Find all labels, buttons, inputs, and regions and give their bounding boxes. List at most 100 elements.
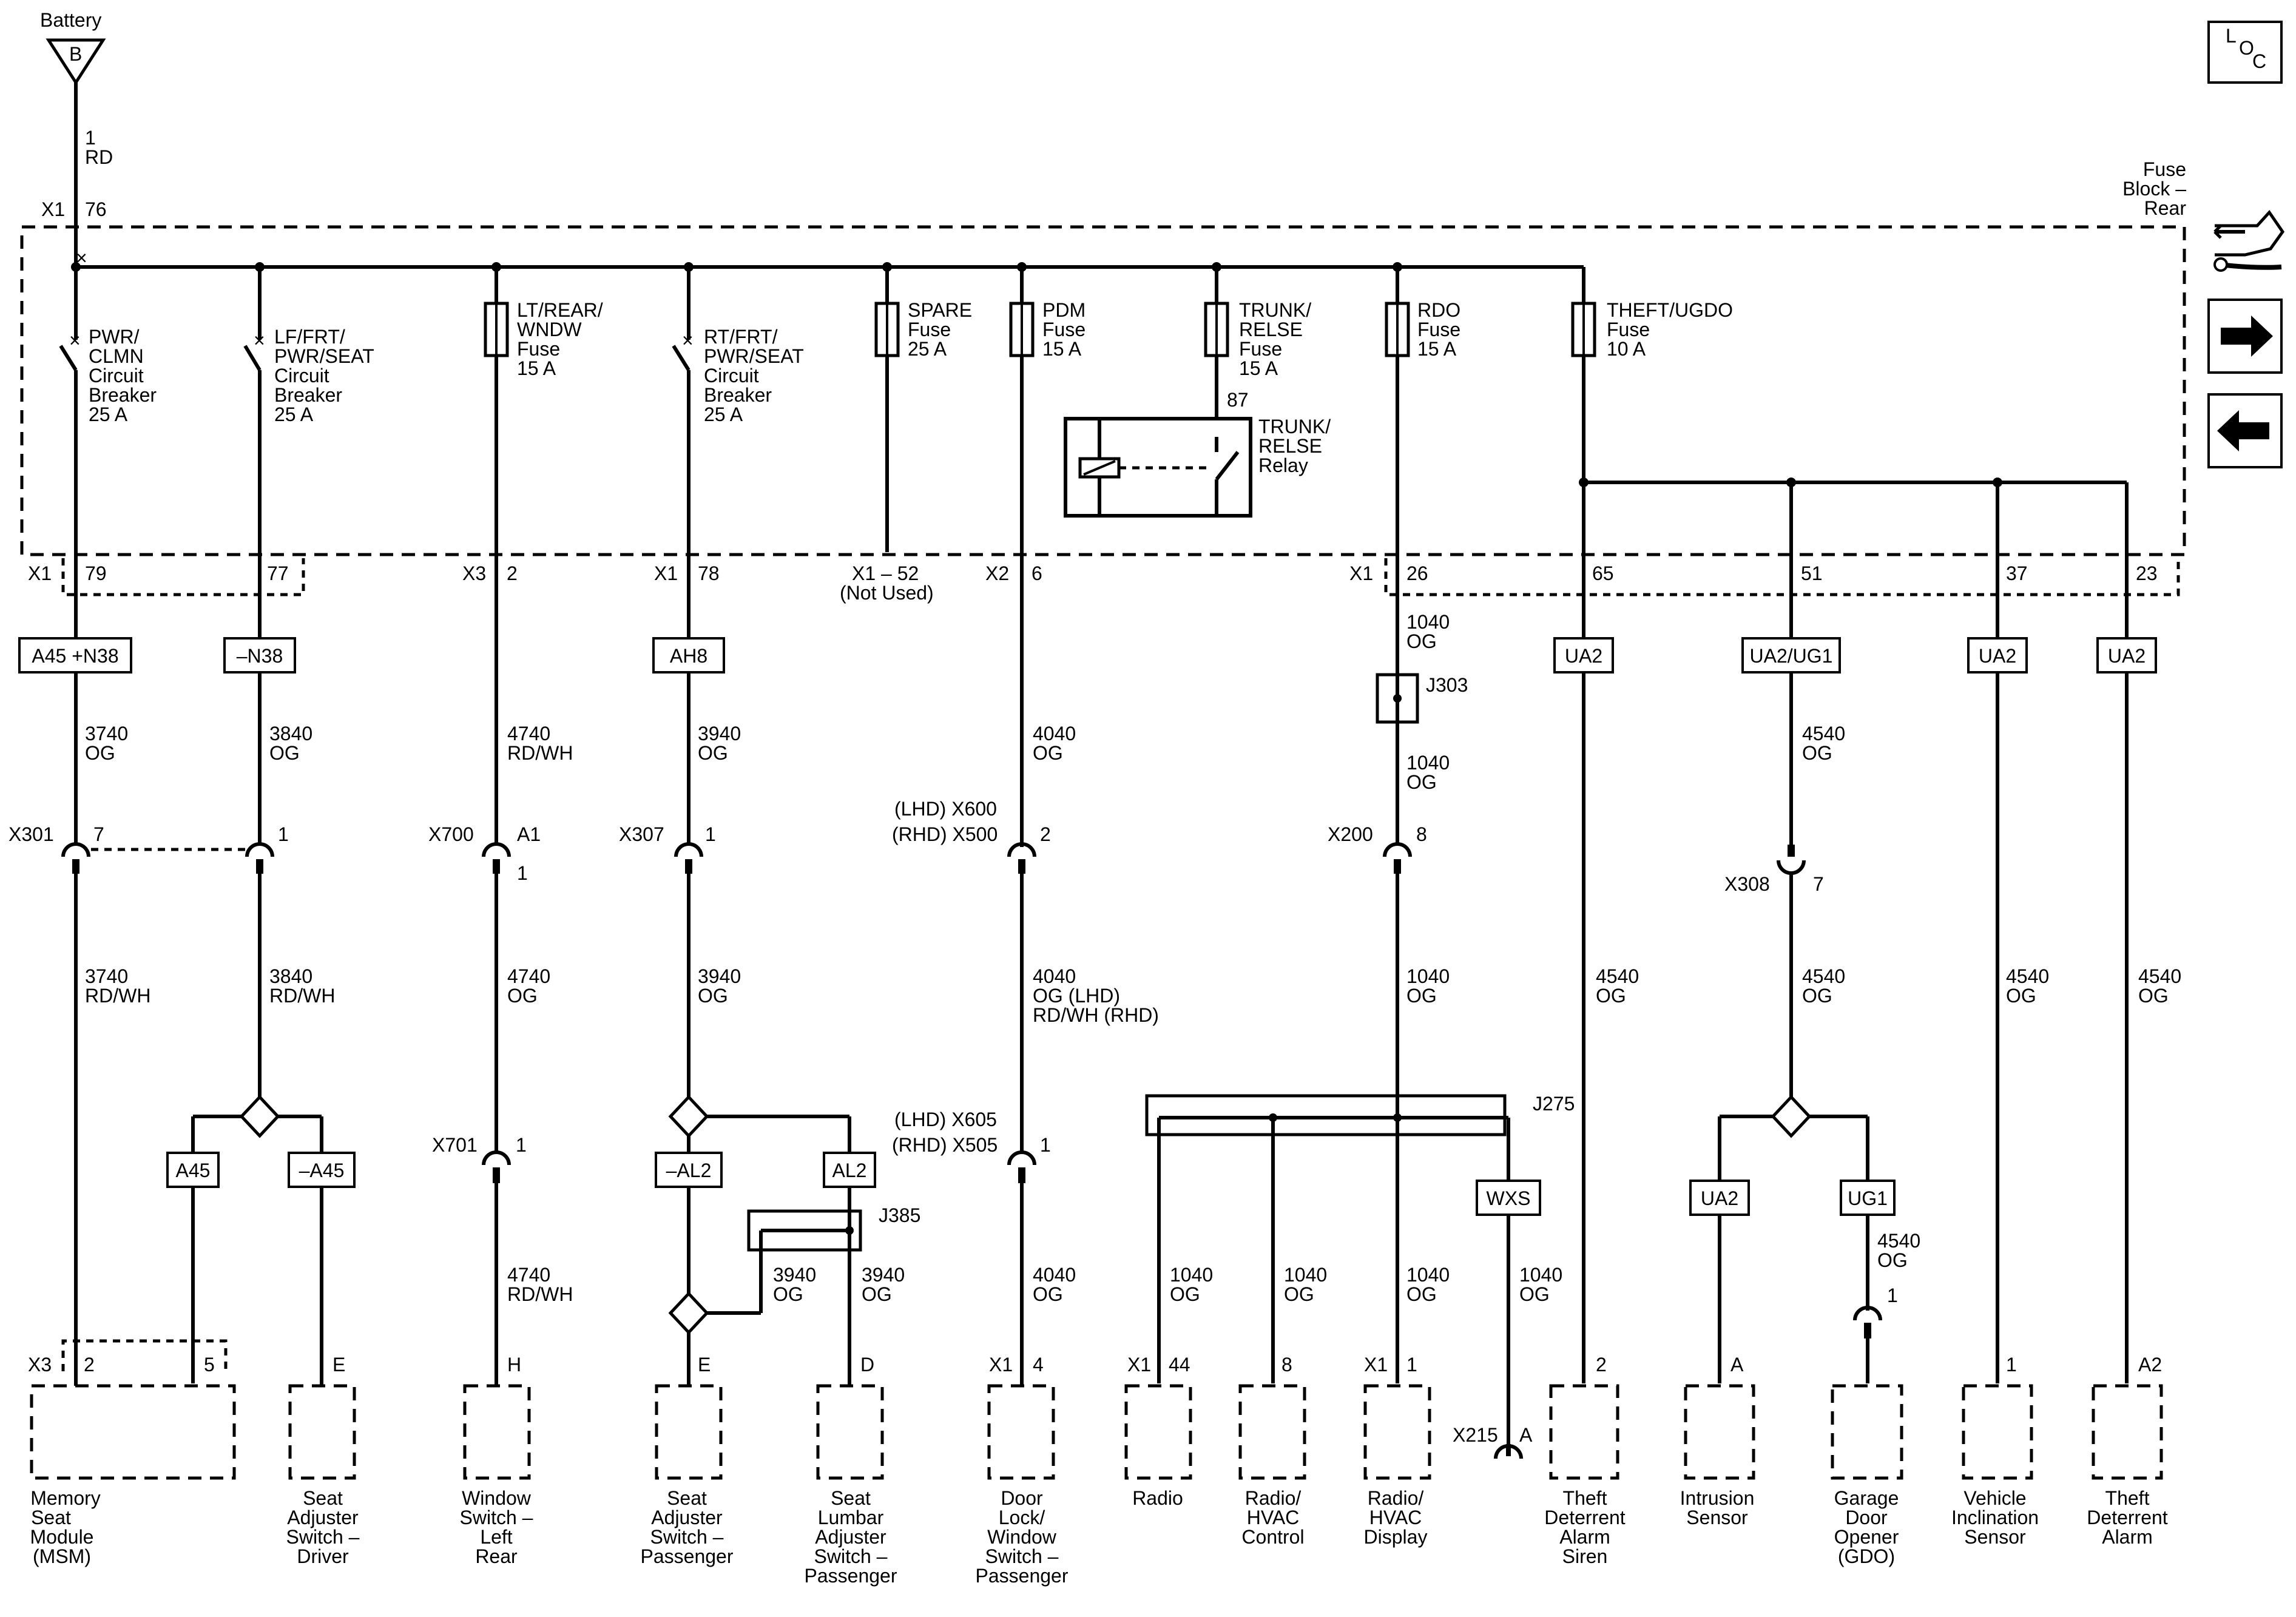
x1-connector-outline	[1384, 558, 2180, 596]
connector-label: X1	[1127, 1354, 1151, 1376]
theft-deterrent-alarm	[2092, 1384, 2163, 1480]
pin-label: 51	[1801, 562, 1823, 584]
wire-label: 4040	[1033, 965, 1076, 987]
connector-label: X700	[428, 823, 474, 845]
wire-label: 3740	[85, 723, 128, 744]
option-tag	[823, 1152, 876, 1188]
pin-label: 26	[1406, 562, 1428, 584]
connector-label: J303	[1426, 674, 1468, 696]
component-name: Adjuster	[651, 1507, 723, 1528]
component-name: Switch –	[460, 1507, 533, 1528]
component-name: Passenger	[805, 1565, 897, 1587]
next-page-button[interactable]	[2207, 299, 2283, 374]
previous-page-button[interactable]	[2207, 393, 2283, 468]
wire-label: OG	[1802, 985, 1832, 1007]
lf-frt-circuit-breaker: ×	[243, 267, 265, 570]
wire-label: OG	[1519, 1283, 1550, 1305]
component-name: Passenger	[976, 1565, 1069, 1587]
device-label: 25 A	[89, 403, 128, 425]
loc-letter: C	[2252, 50, 2266, 72]
loc-letter: O	[2239, 37, 2254, 59]
pin-label: 1	[278, 823, 289, 845]
wire-label: OG	[1406, 985, 1437, 1007]
component-name: Sensor	[1686, 1507, 1748, 1528]
device-label: Breaker	[89, 384, 157, 406]
relay-pin: 87	[1227, 389, 1249, 411]
door-lock-window-switch-passenger	[987, 1384, 1055, 1480]
device-label: RELSE	[1258, 435, 1322, 457]
wire-label: OG	[698, 742, 728, 764]
fuse-block-name: Block –	[2122, 178, 2186, 200]
option-tag	[288, 1152, 356, 1188]
wire-label: OG	[1033, 1283, 1063, 1305]
lt-rear-wndw-fuse	[484, 267, 509, 631]
device-label: Fuse	[1417, 319, 1460, 340]
seat-lumbar-adjuster-switch-passenger	[816, 1384, 884, 1480]
connector-label: X701	[432, 1134, 478, 1156]
device-label: Fuse	[908, 319, 951, 340]
wire-label: 3940	[698, 965, 741, 987]
connector-view-icon[interactable]	[2213, 209, 2285, 272]
wire-label: 1040	[1406, 1264, 1450, 1286]
connector-label: X1	[28, 562, 52, 584]
wire-label: OG (LHD)	[1033, 985, 1120, 1007]
theft-ugdo-fuse	[1571, 267, 2129, 631]
pin-label: 2	[1596, 1354, 1607, 1376]
device-label: TRUNK/	[1239, 299, 1311, 321]
connector-label: X1	[1364, 1354, 1388, 1376]
device-label: Relay	[1258, 454, 1308, 476]
intrusion-sensor	[1684, 1384, 1755, 1480]
pin-label: 65	[1592, 562, 1614, 584]
pin-label: 78	[698, 562, 720, 584]
wire-label: OG	[862, 1283, 892, 1305]
splice-diamond-left	[191, 1095, 323, 1153]
loc-button[interactable]	[2207, 21, 2283, 84]
option-tag-label: UG1	[1848, 1187, 1888, 1209]
radio-hvac-control	[1238, 1384, 1306, 1480]
option-tag	[1840, 1180, 1896, 1216]
arrow-left-icon	[2217, 410, 2269, 451]
wire-label: OG	[1406, 1283, 1437, 1305]
wire-label: OG	[2138, 985, 2169, 1007]
component-name: Window	[987, 1526, 1057, 1548]
splice-diamond-ugdo	[1718, 1095, 1869, 1181]
component-name: Alarm	[1559, 1526, 1610, 1548]
component-name: Door	[1845, 1507, 1888, 1528]
x1-connector-outline	[61, 558, 305, 596]
component-name: Lock/	[999, 1507, 1045, 1528]
garage-door-opener	[1831, 1384, 1903, 1480]
splice-diamond-pass	[668, 1095, 851, 1153]
device-label: LF/FRT/	[274, 326, 345, 348]
option-tag	[166, 1152, 220, 1188]
option-tag-label: WXS	[1487, 1187, 1531, 1209]
j385-splice	[668, 1187, 862, 1386]
device-label: RT/FRT/	[704, 326, 778, 348]
connector-label: J385	[879, 1204, 920, 1226]
option-tag	[1967, 637, 2028, 673]
wire-label: RD/WH	[85, 985, 150, 1007]
wire-label: OG	[1877, 1249, 1908, 1271]
connector-label: (RHD) X500	[892, 823, 998, 845]
option-tag	[655, 1152, 723, 1188]
component-name: Switch –	[985, 1545, 1059, 1567]
wire-label: 4740	[507, 723, 550, 744]
pin-label: A1	[517, 823, 541, 845]
component-name: Module	[30, 1526, 94, 1548]
wire-label: OG	[773, 1283, 803, 1305]
connector-label: J275	[1533, 1093, 1575, 1115]
pwr-clmn-circuit-breaker: ×	[59, 267, 81, 570]
component-name: Seat	[31, 1507, 71, 1528]
pin-label: 5	[204, 1354, 215, 1376]
component-name: Garage	[1834, 1487, 1899, 1509]
device-label: Circuit	[89, 365, 144, 387]
pin-label: 1	[1040, 1134, 1051, 1156]
pin-label: 2	[1040, 823, 1051, 845]
component-name: Deterrent	[2087, 1507, 2168, 1528]
pin-label: 1	[517, 862, 528, 884]
device-label: TRUNK/	[1258, 416, 1331, 437]
option-tag	[1476, 1180, 1541, 1216]
component-name: HVAC	[1247, 1507, 1300, 1528]
wire-label: 3940	[862, 1264, 905, 1286]
pin-label: E	[333, 1354, 345, 1376]
pin-label: 7	[1813, 873, 1824, 895]
